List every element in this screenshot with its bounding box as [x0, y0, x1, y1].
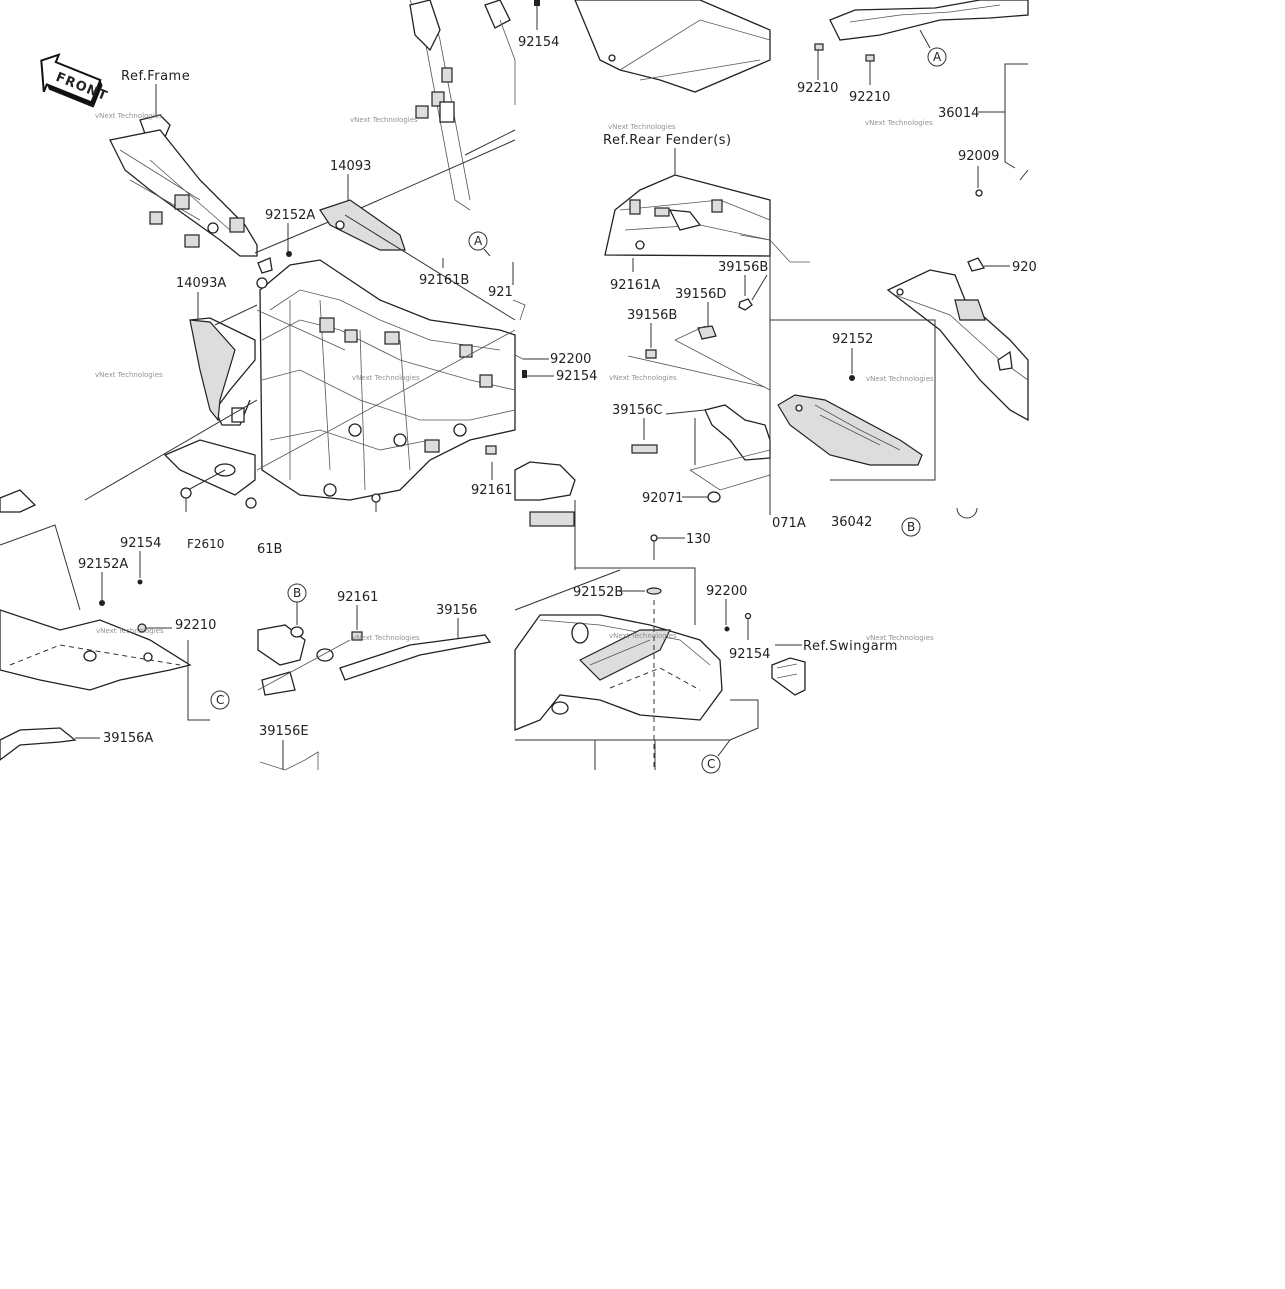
- label-61B: 61B: [257, 542, 282, 557]
- callout-C-1: C: [216, 693, 224, 707]
- label-92152A-low: 92152A: [78, 557, 128, 572]
- panel-right-middle: 920 92152 071A 36042 B: [769, 257, 1037, 537]
- label-921-trunc: 921: [488, 285, 513, 300]
- watermark: vNext Technologies: [609, 374, 677, 382]
- label-39156E: 39156E: [259, 724, 309, 739]
- label-39156C: 39156C: [612, 403, 662, 418]
- label-39156B-b: 39156B: [627, 308, 677, 323]
- watermark: vNext Technologies: [96, 627, 164, 635]
- watermark: vNext Technologies: [608, 123, 676, 131]
- watermark: vNext Technologies: [866, 375, 934, 383]
- label-39156A: 39156A: [103, 731, 153, 746]
- watermark: vNext Technologies: [95, 112, 163, 120]
- panel-bottom-rear-fender: 130 92152B 92200 92154 C: [514, 461, 770, 774]
- label-39156B-a: 39156B: [718, 260, 768, 275]
- label-130: 130: [686, 532, 711, 547]
- label-92152: 92152: [832, 332, 873, 347]
- label-36014: 36014: [938, 106, 979, 121]
- label-92154-mid: 92154: [556, 369, 597, 384]
- label-92154-low: 92154: [120, 536, 161, 551]
- callout-C-2: C: [707, 757, 715, 771]
- panel-frame-center: 14093 92152A 92161B A 921: [254, 0, 597, 512]
- watermark: vNext Technologies: [865, 119, 933, 127]
- label-92152A-top: 92152A: [265, 208, 315, 223]
- callout-B-1: B: [907, 520, 915, 534]
- front-arrow-icon: FRONT: [40, 53, 110, 108]
- watermark: vNext Technologies: [866, 634, 934, 642]
- label-39156D: 39156D: [675, 287, 726, 302]
- label-14093A: 14093A: [176, 276, 226, 291]
- watermark: vNext Technologies: [352, 634, 420, 642]
- panel-bottom-left: 92154 92152A F2610 92210 C 39156A: [0, 524, 230, 761]
- label-92210-low: 92210: [175, 618, 216, 633]
- label-92161-low: 92161: [337, 590, 378, 605]
- watermark: vNext Technologies: [609, 632, 677, 640]
- label-92210-b: 92210: [849, 90, 890, 105]
- panel-side-cover-left: 14093A: [0, 276, 258, 513]
- label-92009: 92009: [958, 149, 999, 164]
- panel-bottom-center: 61B B 92161 39156 39156E: [257, 542, 492, 771]
- label-39156: 39156: [436, 603, 477, 618]
- label-92161A: 92161A: [610, 278, 660, 293]
- label-92154-top: 92154: [518, 35, 559, 50]
- label-92161B: 92161B: [419, 273, 469, 288]
- watermark: vNext Technologies: [350, 116, 418, 124]
- label-92200-low: 92200: [706, 584, 747, 599]
- panel-frame-top-left: Ref.Frame: [109, 69, 258, 257]
- callout-A-1: A: [474, 234, 483, 248]
- label-92152B: 92152B: [573, 585, 623, 600]
- label-92200-mid: 92200: [550, 352, 591, 367]
- panel-top-right: 92210 92210 A 36014 92009: [797, 0, 1029, 197]
- label-92161-mid: 92161: [471, 483, 512, 498]
- panel-swingarm: Ref.Swingarm: [771, 639, 898, 696]
- label-14093: 14093: [330, 159, 371, 174]
- watermark: vNext Technologies: [95, 371, 163, 379]
- label-36042: 36042: [831, 515, 872, 530]
- label-92071: 92071: [642, 491, 683, 506]
- watermark: vNext Technologies: [352, 374, 420, 382]
- label-071A: 071A: [772, 516, 806, 531]
- label-92154-right: 92154: [729, 647, 770, 662]
- callout-A-2: A: [933, 50, 942, 64]
- panel-rear-fender: Ref.Rear Fender(s) 92161A 39156B 39156D …: [603, 133, 810, 515]
- label-920-trunc: 920: [1012, 260, 1037, 275]
- callout-B-2: B: [293, 586, 301, 600]
- ref-swingarm-label: Ref.Swingarm: [803, 639, 898, 654]
- watermarks: vNext Technologies vNext Technologies vN…: [95, 112, 934, 642]
- ref-frame-label: Ref.Frame: [121, 69, 190, 84]
- label-92210-a: 92210: [797, 81, 838, 96]
- ref-rear-fender-label: Ref.Rear Fender(s): [603, 133, 732, 148]
- label-F2610: F2610: [187, 537, 224, 551]
- panel-seat-top: 92154: [518, 0, 771, 93]
